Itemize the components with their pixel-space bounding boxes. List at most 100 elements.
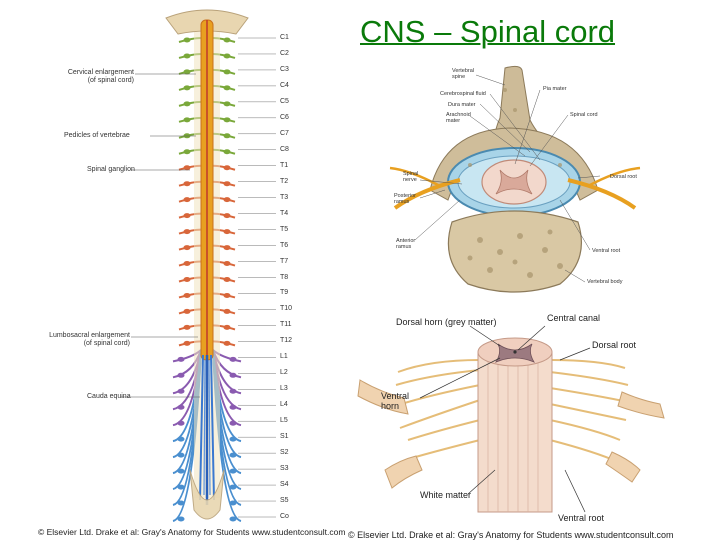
segment-label-l1: L1 <box>280 353 288 361</box>
label-pedicles-of-vertebrae: Pedicles of vertebrae <box>64 132 130 139</box>
spinal-ganglion-l4-right <box>229 404 237 410</box>
spinal-ganglion-t8-right <box>223 277 231 282</box>
label-lumbosacral-enlargement: Lumbosacral enlargement (of spinal cord) <box>49 332 130 347</box>
spinal-ganglion-c8-left <box>183 149 191 155</box>
segment-label-t6: T6 <box>280 241 289 249</box>
segment-label-s4: S4 <box>280 481 289 489</box>
spinal-ganglion-l5-right <box>229 420 237 426</box>
spinal-ganglion-s5-right <box>229 500 237 506</box>
spinal-ganglion-l3-right <box>229 388 237 394</box>
spinal-ganglion-t2-right <box>223 181 231 187</box>
spinal-ganglion-l1-right <box>229 356 237 362</box>
segment-label-l5: L5 <box>280 417 288 425</box>
label-vertebral-spine: Vertebral spine <box>452 68 475 80</box>
label-cauda-equina: Cauda equina <box>87 393 131 400</box>
segment-label-t11: T11 <box>280 321 292 329</box>
spinal-ganglion-s5-left <box>177 500 185 506</box>
segment-label-t10: T10 <box>280 305 293 313</box>
spinal-ganglion-c4-left <box>183 85 191 91</box>
label-arachnoid-mater: Arachnoid mater <box>446 112 471 124</box>
segment-label-t2: T2 <box>280 177 289 185</box>
spinal-ganglion-c8-right <box>223 149 231 155</box>
spinal-ganglion-s2-left <box>177 452 185 458</box>
spinal-ganglion-c2-left <box>183 53 191 59</box>
spinal-ganglion-c1-left <box>183 37 191 43</box>
label-ventral-root-3d: Ventral root <box>558 513 605 523</box>
segment-label-t4: T4 <box>280 209 289 217</box>
spinal-ganglion-s2-right <box>229 452 237 458</box>
spinal-ganglion-l2-right <box>229 372 237 378</box>
spinal-ganglion-t5-left <box>183 229 191 235</box>
spinal-ganglion-t9-left <box>183 292 191 298</box>
spinal-ganglion-t6-right <box>223 245 231 251</box>
spinal-ganglion-l4-left <box>177 404 185 410</box>
spinal-ganglion-t8-left <box>183 277 191 282</box>
segment-label-s3: S3 <box>280 465 289 473</box>
segment-label-t1: T1 <box>280 161 289 169</box>
segment-label-c3: C3 <box>280 65 289 73</box>
label-pia-mater: Pia mater <box>543 86 567 92</box>
spinal-ganglion-t12-right <box>223 340 231 346</box>
label-dorsal-horn: Dorsal horn (grey matter) <box>396 317 497 327</box>
spine-credit: © Elsevier Ltd. Drake et al: Gray's Anat… <box>38 527 346 537</box>
spinal-ganglion-s4-right <box>229 484 237 490</box>
spinal-ganglion-t5-right <box>223 229 231 235</box>
spinal-ganglion-co-right <box>229 516 237 522</box>
spinal-ganglion-c3-left <box>183 69 191 75</box>
spinal-ganglion-s1-right <box>229 436 237 442</box>
label-white-matter: White matter <box>420 490 472 500</box>
spinal-ganglion-c5-right <box>223 101 231 107</box>
label-ventral-horn: Ventral horn <box>381 391 410 411</box>
spinal-ganglion-c2-right <box>223 53 231 59</box>
page-title: CNS – Spinal cord <box>360 14 616 49</box>
spinal-ganglion-t1-right <box>223 165 231 171</box>
spinal-ganglion-t3-right <box>223 197 231 203</box>
spinal-ganglion-l3-left <box>177 388 185 394</box>
label-posterior-ramus: Posterior ramus <box>394 193 417 205</box>
segment-label-c8: C8 <box>280 145 289 153</box>
label-spinal-ganglion: Spinal ganglion <box>87 166 135 173</box>
segment-label-s5: S5 <box>280 497 289 505</box>
label-spinal-nerve: Spinal nerve <box>403 171 419 183</box>
spinal-ganglion-l5-left <box>177 420 185 426</box>
spinal-ganglion-t10-left <box>183 308 191 314</box>
spinal-ganglion-t10-right <box>223 308 231 314</box>
spinal-ganglion-t3-left <box>183 197 191 203</box>
spinal-ganglion-t11-right <box>223 324 231 330</box>
spinal-ganglion-t12-left <box>183 340 191 346</box>
spinal-ganglion-c1-right <box>223 37 231 43</box>
spinal-ganglion-s1-left <box>177 436 185 442</box>
label-cerebrospinal-fluid: Cerebrospinal fluid <box>440 91 486 97</box>
spinal-ganglion-l1-left <box>177 356 185 362</box>
label-spinal-cord: Spinal cord <box>570 112 598 118</box>
segment-label-t5: T5 <box>280 225 289 233</box>
spinal-ganglion-co-left <box>177 516 185 522</box>
segment-label-t12: T12 <box>280 337 293 345</box>
segment-label-l2: L2 <box>280 369 288 377</box>
segment-label-l3: L3 <box>280 385 288 393</box>
label-central-canal: Central canal <box>547 313 601 323</box>
segment-label-c1: C1 <box>280 34 289 41</box>
spinal-ganglion-t4-left <box>183 213 191 219</box>
label-dorsal-root-section: Dorsal root <box>610 174 637 180</box>
segment-label-t3: T3 <box>280 193 289 201</box>
spinal-ganglion-t6-left <box>183 245 191 251</box>
label-vertebral-body: Vertebral body <box>587 279 623 285</box>
segment-label-c7: C7 <box>280 129 289 137</box>
segment-label-co: Co <box>280 513 289 520</box>
cauda-equina <box>199 354 215 505</box>
segment-label-c6: C6 <box>280 113 289 121</box>
spinal-ganglion-c7-right <box>223 133 231 139</box>
spinal-ganglion-c6-right <box>223 117 231 123</box>
spinal-ganglion-l2-left <box>177 372 185 378</box>
segment-label-t8: T8 <box>280 273 289 281</box>
segment-label-c4: C4 <box>280 81 289 89</box>
spinal-ganglion-t7-right <box>223 261 231 267</box>
spinal-ganglion-t2-left <box>183 181 191 187</box>
spinal-ganglion-c3-right <box>223 69 231 75</box>
cord-credit: © Elsevier Ltd. Drake et al: Gray's Anat… <box>348 530 674 540</box>
segment-label-t9: T9 <box>280 289 289 297</box>
segment-label-s2: S2 <box>280 449 289 457</box>
